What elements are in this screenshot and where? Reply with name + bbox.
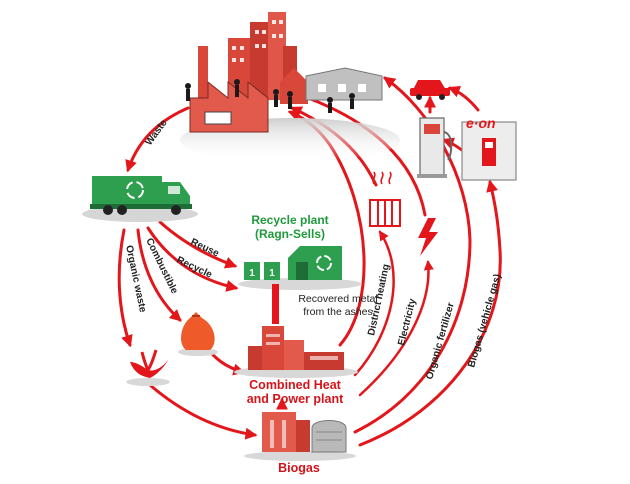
label-recycle: Recycle [175, 255, 214, 281]
chp-title-line2: and Power plant [247, 392, 344, 406]
label-organic-fertilizer: Organic fertilizer [424, 301, 457, 381]
radiator-icon [369, 171, 401, 227]
arrow-truck-combustible [136, 228, 182, 322]
recycle-symbol-icon [126, 181, 144, 199]
bin-number-2: 1 [269, 268, 275, 279]
lightning-icon [418, 218, 438, 256]
city-icon [180, 12, 400, 162]
recovered-metal-line1: Recovered metal [298, 293, 377, 305]
label-organic-waste: Organic waste [123, 244, 148, 314]
recovered-metal-pipe [272, 284, 279, 324]
biogas-title: Biogas [278, 461, 320, 475]
recycle-plant-title: Recycle plant [251, 213, 328, 227]
arrow-truck-reuse [158, 220, 238, 269]
arrow-biogas-vehicle-gas [358, 179, 502, 447]
arrow-truck-recycle [146, 226, 239, 292]
truck-icon [82, 176, 198, 222]
chp-plant-icon [234, 326, 358, 378]
fuel-pump-icon [417, 117, 453, 178]
arrow-eon-to-car [447, 85, 480, 112]
eon-logo: e·on [466, 115, 496, 131]
recycle-plant-icon: Recycle plant (Ragn-Sells) 1 1 [238, 213, 362, 290]
biogas-plant-icon [244, 412, 356, 461]
arrow-organic-to-biogas [148, 383, 258, 440]
label-reuse: Reuse [189, 237, 221, 260]
arrow-district-heating [353, 230, 395, 377]
chp-title-line1: Combined Heat [249, 378, 342, 392]
banana-peel-icon [126, 349, 170, 386]
bin-number-1: 1 [249, 268, 255, 279]
arrow-truck-organic [117, 228, 133, 348]
recycle-plant-subtitle: (Ragn-Sells) [255, 227, 325, 241]
arrow-electricity [358, 260, 434, 397]
label-waste: Waste [144, 117, 170, 147]
car-icon [410, 80, 450, 100]
label-biogas-vehicle-gas: Biogas (vehicle gas) [466, 273, 503, 369]
eon-station-icon: e·on [461, 115, 517, 181]
arrow-city-to-truck [125, 106, 190, 173]
recovered-metal-line2: from the ashes [303, 306, 372, 318]
garbage-bag-icon [178, 312, 218, 356]
